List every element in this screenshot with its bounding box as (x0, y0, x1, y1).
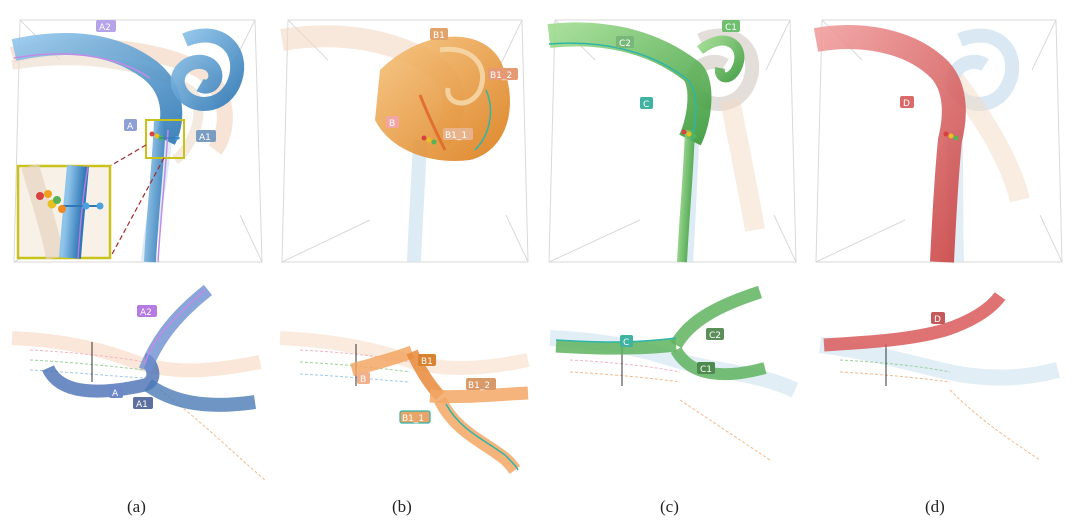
caption-b: (b) (392, 497, 412, 516)
band-b12 (429, 386, 529, 404)
band-b (350, 345, 415, 377)
label-a2-2d: A2 (140, 308, 152, 318)
label-a1-2d: A1 (136, 400, 148, 410)
panel-a: A2 A A1 A2 A A1 (a) (10, 19, 266, 516)
panel-b: B1 B1_2 B B1_1 B1 B B1_2 B1_ (279, 19, 530, 516)
label-c-2d: C (623, 338, 629, 348)
label-b-2d: B (360, 375, 366, 385)
label-a-3d: A (127, 122, 134, 132)
label-c1-3d: C1 (725, 23, 737, 33)
band-c (555, 338, 677, 355)
label-a2-3d: A2 (99, 23, 111, 33)
caption-d: (d) (925, 497, 945, 516)
band-a1 (144, 379, 257, 412)
cochlea-a (170, 28, 245, 111)
panel-c-3d-view: C1 C2 C (547, 19, 797, 263)
band-a2 (138, 284, 213, 373)
label-c2-2d: C2 (709, 331, 721, 341)
highlight-box (145, 119, 185, 159)
label-c2-3d: C2 (619, 39, 631, 49)
panel-c-2d-view: C C2 C1 (549, 285, 799, 461)
label-b-3d: B (389, 119, 395, 129)
panel-b-3d-view: B1 B1_2 B B1_1 (280, 19, 529, 263)
label-d-3d: D (903, 99, 910, 109)
band-c2 (670, 285, 763, 349)
label-d-2d: D (934, 315, 941, 325)
tube-c2 (547, 22, 712, 146)
label-c1-2d: C1 (700, 365, 712, 375)
label-b12-3d: B1_2 (490, 71, 512, 81)
panel-a-3d-view: A2 A A1 (10, 19, 263, 263)
tube-a2 (11, 33, 183, 145)
band-b11 (434, 396, 521, 474)
band-d (823, 291, 1006, 352)
label-a1-3d: A1 (199, 133, 211, 143)
caption-c: (c) (660, 497, 679, 516)
volume-b1 (375, 36, 510, 161)
panel-d-3d-view: D (813, 19, 1063, 263)
tube-c1 (696, 35, 745, 83)
panel-d-2d-view: D (819, 291, 1061, 461)
panel-a-2d-view: A2 A A1 (11, 284, 266, 481)
tube-a1 (144, 119, 166, 263)
label-c-3d: C (643, 100, 649, 110)
tube-d (813, 25, 966, 263)
label-b11-2d: B1_1 (402, 414, 424, 424)
panel-d: D D (d) (813, 19, 1063, 516)
label-b12-2d: B1_2 (468, 381, 490, 391)
caption-a: (a) (127, 497, 146, 516)
tube-c (677, 129, 695, 263)
label-b11-3d: B1_1 (445, 131, 467, 141)
panel-c: C1 C2 C C C2 C1 (c) (547, 19, 799, 516)
panel-b-2d-view: B1 B B1_2 B1_1 (279, 331, 530, 474)
label-a-2d: A (112, 389, 119, 399)
label-b1-2d: B1 (421, 357, 433, 367)
label-b1-3d: B1 (433, 31, 445, 41)
zoom-inset (16, 163, 112, 260)
